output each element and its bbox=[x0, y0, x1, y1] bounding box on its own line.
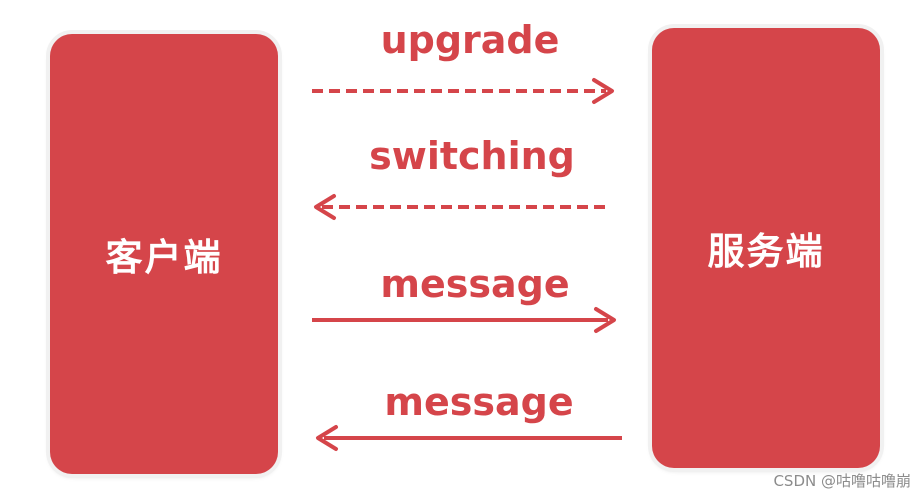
message-label-upgrade: upgrade bbox=[380, 18, 560, 62]
server-label: 服务端 bbox=[707, 230, 825, 273]
client-node: 客户端 bbox=[50, 34, 278, 474]
arrow-switching bbox=[314, 194, 606, 220]
message-label-switching: switching bbox=[369, 134, 575, 178]
client-label: 客户端 bbox=[105, 236, 223, 279]
arrow-message-response bbox=[316, 425, 622, 451]
message-label-message-response: message bbox=[384, 380, 574, 424]
watermark-text: CSDN @咕噜咕噜崩 bbox=[773, 472, 911, 490]
message-label-message-request: message bbox=[380, 262, 570, 306]
arrow-message-request bbox=[312, 307, 616, 333]
arrow-upgrade bbox=[312, 78, 614, 104]
server-node: 服务端 bbox=[652, 28, 880, 468]
